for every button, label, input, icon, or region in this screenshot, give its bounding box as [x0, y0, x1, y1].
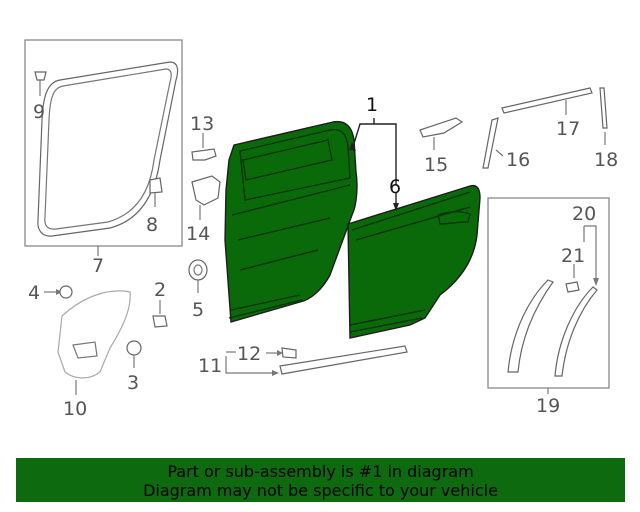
callout-16: 16 — [506, 149, 530, 171]
callout-3: 3 — [127, 372, 139, 394]
callout-19: 19 — [536, 395, 560, 417]
molding-part-17 — [501, 87, 593, 115]
molding-inset: 20 21 — [487, 197, 610, 389]
cap-part-3 — [126, 340, 142, 368]
clip-part-9 — [34, 71, 47, 96]
callout-6: 6 — [389, 176, 401, 198]
handle-part-15 — [419, 117, 464, 150]
callout-4: 4 — [28, 282, 40, 304]
callout-8: 8 — [146, 214, 158, 236]
callout-2: 2 — [154, 279, 166, 301]
callout-21: 21 — [561, 245, 585, 267]
clip-part-12 — [266, 347, 297, 359]
callout-20: 20 — [572, 203, 596, 225]
weatherstrip-inset: 9 8 — [24, 39, 183, 247]
garnish-part-16 — [482, 117, 504, 169]
banner-line-2: Diagram may not be specific to your vehi… — [143, 481, 498, 500]
callout-9: 9 — [33, 101, 45, 123]
callout-18: 18 — [594, 149, 618, 171]
callout-1: 1 — [366, 94, 378, 116]
highlight-notice-banner: Part or sub-assembly is #1 in diagram Di… — [16, 458, 625, 502]
clip-part-8 — [149, 177, 163, 207]
nut-part-4 — [44, 285, 73, 299]
bolt-part-2 — [152, 300, 168, 328]
parts-diagram: 9 8 7 13 14 4 2 5 3 10 — [24, 39, 618, 420]
hinge-part-14 — [191, 175, 221, 220]
weatherstrip-part-11 — [225, 345, 408, 376]
door-assembly-part-1 — [224, 120, 358, 323]
callout-5: 5 — [192, 299, 204, 321]
callout-10: 10 — [63, 398, 87, 420]
molding-part-18 — [599, 87, 608, 145]
callout-14: 14 — [186, 223, 210, 245]
callout-13: 13 — [190, 113, 214, 135]
door-shell-part-6 — [347, 184, 481, 339]
service-cover-part-10 — [57, 290, 131, 395]
banner-line-1: Part or sub-assembly is #1 in diagram — [167, 462, 474, 481]
callout-15: 15 — [424, 154, 448, 176]
callout-17: 17 — [556, 118, 580, 140]
grommet-part-5 — [188, 259, 208, 293]
callout-7: 7 — [92, 255, 104, 277]
callout-11: 11 — [198, 355, 222, 377]
bracket-part-13 — [191, 133, 217, 161]
callout-12: 12 — [237, 343, 261, 365]
